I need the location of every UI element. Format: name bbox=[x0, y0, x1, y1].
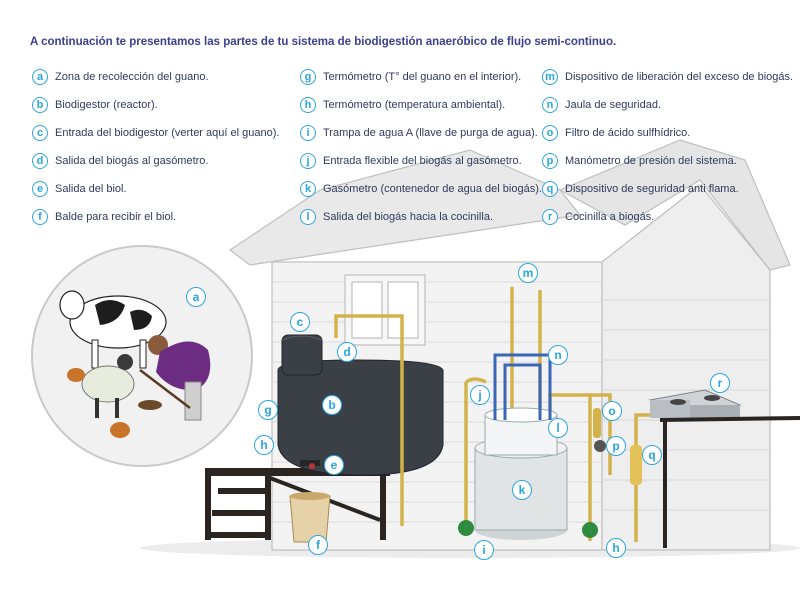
legend-label: Trampa de agua A (llave de purga de agua… bbox=[323, 127, 538, 139]
stove-table bbox=[659, 416, 800, 548]
legend-item-a: a Zona de recolección del guano. bbox=[32, 68, 279, 86]
legend-item-i: i Trampa de agua A (llave de purga de agu… bbox=[300, 124, 542, 142]
marker-p: p bbox=[606, 436, 626, 456]
collection-zone-circle bbox=[31, 245, 253, 467]
bucket bbox=[289, 492, 331, 543]
letter-badge: l bbox=[300, 209, 316, 225]
marker-j: j bbox=[470, 385, 490, 405]
legend-item-p: p Manómetro de presión del sistema. bbox=[542, 152, 793, 170]
letter-badge: g bbox=[300, 69, 316, 85]
legend-column-3: m Dispositivo de liberación del exceso de… bbox=[542, 68, 793, 236]
legend-item-o: o Filtro de ácido sulfhídrico. bbox=[542, 124, 793, 142]
legend-label: Entrada flexible del biogás al gasómetro… bbox=[323, 155, 522, 167]
marker-d: d bbox=[337, 342, 357, 362]
legend-label: Dispositivo de liberación del exceso de … bbox=[565, 71, 794, 83]
legend-item-h: h Termómetro (temperatura ambiental). bbox=[300, 96, 542, 114]
legend-item-e: e Salida del biol. bbox=[32, 180, 279, 198]
letter-badge: i bbox=[300, 125, 316, 141]
legend-label: Gasómetro (contenedor de agua del biogás… bbox=[323, 183, 542, 195]
marker-e: e bbox=[324, 455, 344, 475]
letter-badge: p bbox=[542, 153, 558, 169]
legend-column-1: a Zona de recolección del guano. b Biodige… bbox=[32, 68, 279, 236]
safety-cage bbox=[493, 353, 552, 420]
marker-a: a bbox=[186, 287, 206, 307]
marker-h-ambient: h bbox=[254, 435, 274, 455]
legend-label: Salida del biogás hacia la cocinilla. bbox=[323, 211, 493, 223]
cow-illustration bbox=[59, 290, 167, 369]
legend-label: Termómetro (T° del guano en el interior)… bbox=[323, 71, 522, 83]
marker-q: q bbox=[642, 445, 662, 465]
trap-valve-left bbox=[458, 520, 474, 536]
legend-label: Biodigestor (reactor). bbox=[55, 99, 158, 111]
letter-badge: f bbox=[32, 209, 48, 225]
marker-n: n bbox=[548, 345, 568, 365]
legend-label: Salida del biogás al gasómetro. bbox=[55, 155, 209, 167]
letter-badge: a bbox=[32, 69, 48, 85]
letter-badge: q bbox=[542, 181, 558, 197]
legend-item-f: f Balde para recibir el biol. bbox=[32, 208, 279, 226]
marker-r: r bbox=[710, 373, 730, 393]
marker-c: c bbox=[290, 312, 310, 332]
h2s-filter-body bbox=[593, 408, 601, 438]
farmer-illustration bbox=[138, 335, 211, 421]
legend-item-g: g Termómetro (T° del guano en el interior… bbox=[300, 68, 542, 86]
legend-label: Dispositivo de seguridad anti flama. bbox=[565, 183, 739, 195]
legend-item-b: b Biodigestor (reactor). bbox=[32, 96, 279, 114]
antiflame-body bbox=[630, 445, 642, 485]
legend-label: Filtro de ácido sulfhídrico. bbox=[565, 127, 691, 139]
legend-label: Balde para recibir el biol. bbox=[55, 211, 177, 223]
marker-o: o bbox=[602, 401, 622, 421]
legend-item-l: l Salida del biogás hacia la cocinilla. bbox=[300, 208, 542, 226]
legend-item-k: k Gasómetro (contenedor de agua del biogá… bbox=[300, 180, 542, 198]
marker-k: k bbox=[512, 480, 532, 500]
legend-label: Jaula de seguridad. bbox=[565, 99, 662, 111]
letter-badge: o bbox=[542, 125, 558, 141]
marker-b: b bbox=[322, 395, 342, 415]
legend-label: Termómetro (temperatura ambiental). bbox=[323, 99, 506, 111]
letter-badge: m bbox=[542, 69, 558, 85]
legend-item-n: n Jaula de seguridad. bbox=[542, 96, 793, 114]
legend-item-q: q Dispositivo de seguridad anti flama. bbox=[542, 180, 793, 198]
legend-item-d: d Salida del biogás al gasómetro. bbox=[32, 152, 279, 170]
legend-label: Zona de recolección del guano. bbox=[55, 71, 209, 83]
legend-label: Entrada del biodigestor (verter aquí el … bbox=[55, 127, 280, 139]
letter-badge: b bbox=[32, 97, 48, 113]
legend-item-j: j Entrada flexible del biogás al gasómetr… bbox=[300, 152, 542, 170]
marker-i: i bbox=[474, 540, 494, 560]
marker-m: m bbox=[518, 263, 538, 283]
legend-label: Salida del biol. bbox=[55, 183, 127, 195]
manometer-dial bbox=[594, 440, 606, 452]
letter-badge: r bbox=[542, 209, 558, 225]
marker-g: g bbox=[258, 400, 278, 420]
gasometer-tank bbox=[474, 407, 568, 540]
legend-column-2: g Termómetro (T° del guano en el interior… bbox=[300, 68, 542, 236]
letter-badge: d bbox=[32, 153, 48, 169]
sheep-illustration bbox=[81, 354, 135, 418]
legend-label: Cocinilla a biogás. bbox=[565, 211, 655, 223]
trap-valve-right bbox=[582, 522, 598, 538]
letter-badge: j bbox=[300, 153, 316, 169]
legend-item-r: r Cocinilla a biogás. bbox=[542, 208, 793, 226]
letter-badge: n bbox=[542, 97, 558, 113]
legend-item-m: m Dispositivo de liberación del exceso de… bbox=[542, 68, 793, 86]
chickens-illustration bbox=[67, 368, 130, 438]
letter-badge: h bbox=[300, 97, 316, 113]
letter-badge: e bbox=[32, 181, 48, 197]
marker-l: l bbox=[548, 418, 568, 438]
letter-badge: c bbox=[32, 125, 48, 141]
page-title: A continuación te presentamos las partes… bbox=[30, 36, 617, 48]
legend-label: Manómetro de presión del sistema. bbox=[565, 155, 737, 167]
legend-item-c: c Entrada del biodigestor (verter aquí el… bbox=[32, 124, 279, 142]
marker-h-system: h bbox=[606, 538, 626, 558]
letter-badge: k bbox=[300, 181, 316, 197]
marker-f: f bbox=[308, 535, 328, 555]
stove bbox=[648, 389, 742, 419]
